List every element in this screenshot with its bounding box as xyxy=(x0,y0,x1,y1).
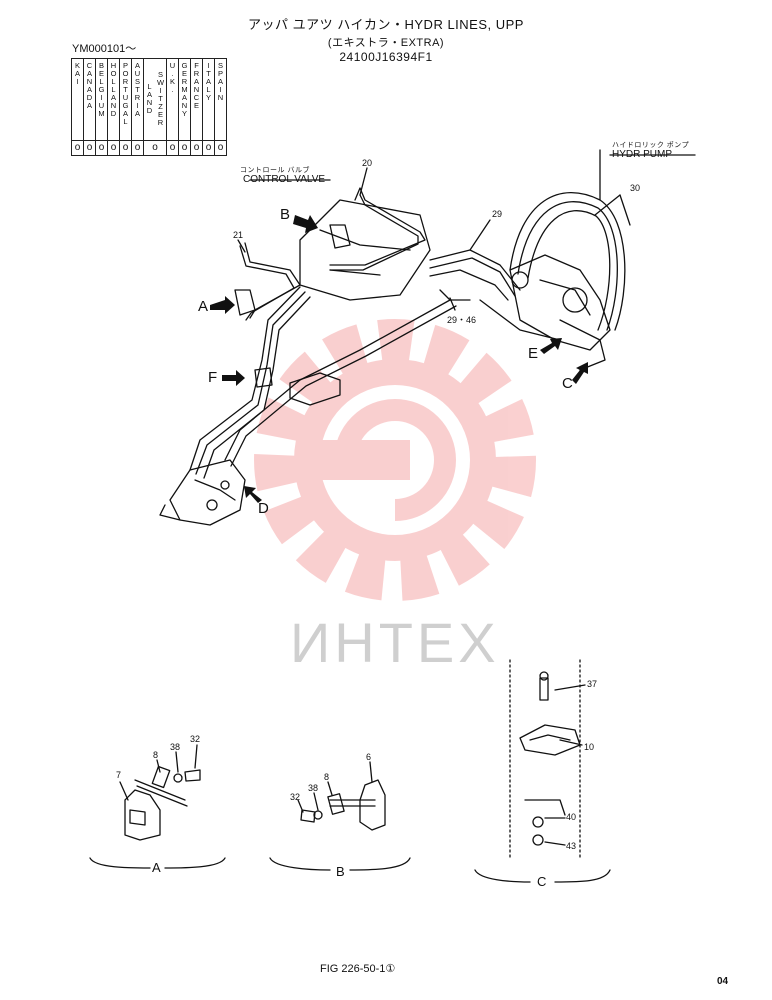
tube-29-46 xyxy=(429,269,509,301)
clamp-b xyxy=(329,224,351,249)
arrow-e xyxy=(540,338,562,354)
arrow-d xyxy=(244,486,262,503)
hydraulic-pump-body xyxy=(509,254,611,351)
tube-bundle-main xyxy=(189,286,301,471)
part-num-8-b: 8 xyxy=(324,772,330,782)
callout-c: C xyxy=(562,375,573,392)
detail-c-drawing xyxy=(474,659,611,883)
part-num-40: 40 xyxy=(566,812,577,822)
diagram-subtitle: (エキストラ・EXTRA) xyxy=(327,37,445,49)
part-number: 24100J16394F1 xyxy=(339,50,433,64)
part-num-29-46: 29・46 xyxy=(447,315,477,325)
hydr-pump-label: HYDR PUMP xyxy=(612,149,673,160)
country-mark: o xyxy=(71,140,84,156)
fitting-f xyxy=(289,372,341,406)
watermark-text: ИНТЕХ xyxy=(290,611,500,674)
country-cell: SWITZER LAND xyxy=(143,58,167,141)
part-num-6: 6 xyxy=(366,752,372,762)
arrow-f xyxy=(222,370,245,386)
diagram-title: アッパ ユアツ ハイカン・HYDR LINES, UPP xyxy=(248,17,524,32)
detail-c-caption: C xyxy=(537,874,547,889)
tube-21 xyxy=(244,242,301,319)
detail-a-drawing xyxy=(89,744,226,869)
lower-valve-body xyxy=(169,459,246,526)
part-num-10: 10 xyxy=(584,742,595,752)
clamp-f xyxy=(254,367,273,388)
arrow-b xyxy=(293,215,318,233)
part-num-38-a: 38 xyxy=(170,742,181,752)
callout-e: E xyxy=(528,345,539,362)
part-num-7: 7 xyxy=(116,770,122,780)
detail-a-caption: A xyxy=(152,860,161,875)
callout-d: D xyxy=(258,500,269,517)
serial-range: YM000101～ xyxy=(72,43,137,55)
part-num-29: 29 xyxy=(492,209,503,219)
callout-b: B xyxy=(280,206,291,223)
part-num-32-b: 32 xyxy=(290,792,301,802)
arrow-c xyxy=(572,362,588,384)
part-num-43: 43 xyxy=(566,841,577,851)
control-valve-label: CONTROL VALVE xyxy=(243,174,326,185)
page-number: 04 xyxy=(717,976,729,987)
clamp-a xyxy=(234,289,256,316)
hydr-pump-label-jp: ハイドロリック ポンプ xyxy=(612,142,690,149)
country-applicability-table: KAI CANADA BELGIUM HOLLAND PORTUGAL AUST… xyxy=(71,58,227,156)
control-valve-label-jp: コントロール バルブ xyxy=(240,167,310,174)
country-mark: o xyxy=(190,140,203,156)
detail-b-drawing xyxy=(269,761,411,871)
part-num-32-a: 32 xyxy=(190,734,201,744)
callout-a: A xyxy=(198,298,209,315)
part-num-30: 30 xyxy=(630,183,641,193)
country-mark: o xyxy=(214,140,227,156)
tube-29 xyxy=(429,249,521,291)
part-num-8-a: 8 xyxy=(153,750,159,760)
tube-20 xyxy=(329,187,426,266)
figure-reference: FIG 226-50-1① xyxy=(320,963,396,975)
detail-b-caption: B xyxy=(336,864,345,879)
arrow-a xyxy=(210,296,235,314)
callout-f: F xyxy=(208,369,218,386)
part-num-21: 21 xyxy=(233,230,244,240)
part-num-38-b: 38 xyxy=(308,783,319,793)
control-valve-body xyxy=(299,199,431,301)
part-num-20: 20 xyxy=(362,158,373,168)
part-num-37: 37 xyxy=(587,679,598,689)
